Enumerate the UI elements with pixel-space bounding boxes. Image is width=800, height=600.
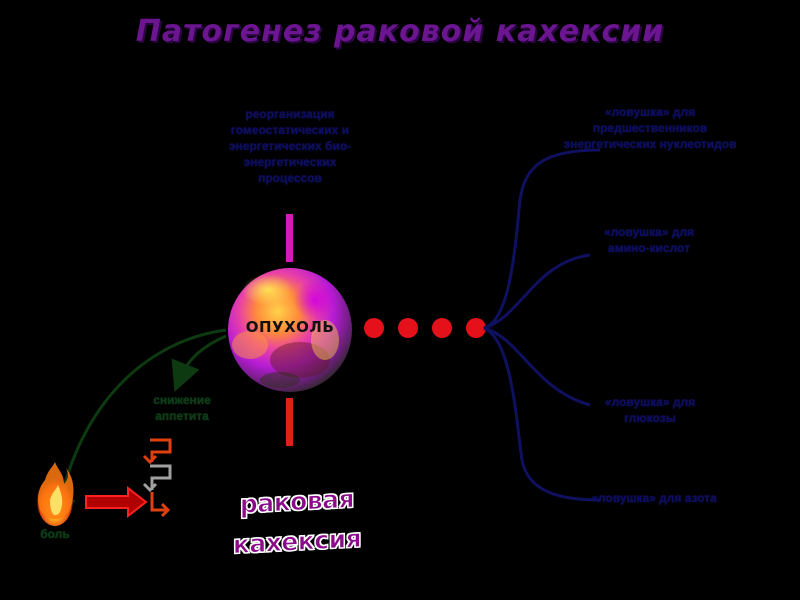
red-bar [286,398,293,446]
red-dot [466,318,486,338]
pain-label: боль [40,527,70,541]
red-dot [432,318,452,338]
fire-icon [37,462,74,526]
tumor-label: ОПУХОЛЬ [245,318,335,336]
red-dot [364,318,384,338]
tumor-sphere [228,268,352,392]
appetite-label: снижение аппетита [153,393,211,423]
branch-lines [483,148,601,502]
green-arrow [46,328,227,527]
green-arrow-appetite [171,334,227,392]
page-title: Патогенез раковой кахексии [135,14,665,49]
right-label-amino-acids: «ловушка» для амино-кислот [603,225,695,255]
top-label: реорганизация гомеостатических и энергет… [228,107,352,185]
right-arrow-icon [85,485,148,519]
right-label-nucleotides: «ловушка» для предшественников энергетич… [563,105,737,151]
magenta-bar [286,214,293,262]
right-label-nitrogen: «ловушка» для азота [591,491,717,505]
right-label-glucose: «ловушка» для глюкозы [604,395,696,425]
red-dot [398,318,418,338]
zigzag-arrows-icon [142,438,172,518]
